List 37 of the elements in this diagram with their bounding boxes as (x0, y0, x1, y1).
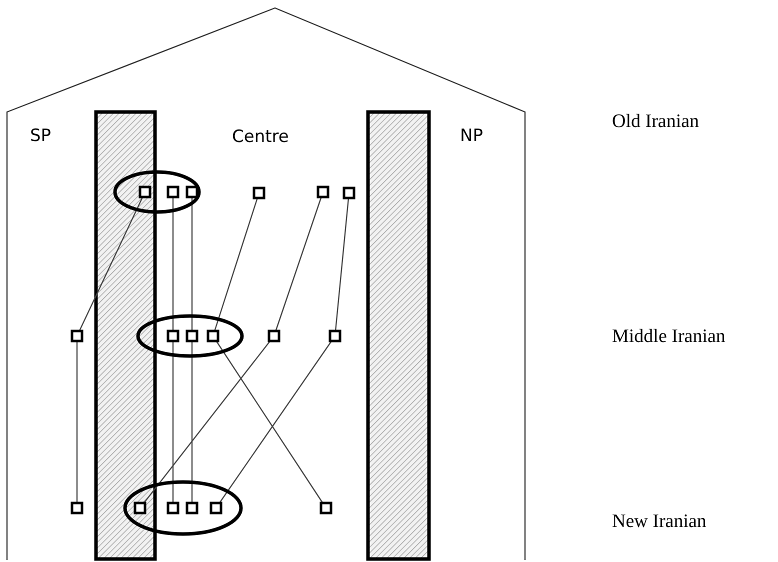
region-label: SP (30, 128, 52, 145)
small-square (328, 330, 342, 342)
small-square (210, 502, 222, 514)
connector-line (191, 341, 193, 503)
small-square (186, 186, 198, 198)
small-square (206, 330, 220, 342)
connector-line (191, 197, 193, 331)
small-square (166, 186, 180, 198)
small-square (316, 186, 330, 198)
small-square (252, 186, 266, 200)
period-label: Old Iranian (612, 112, 700, 131)
small-square (138, 186, 152, 198)
connector-line (143, 340, 271, 504)
connector-line (275, 196, 322, 332)
connector-line (76, 341, 78, 503)
oval-outline (123, 480, 243, 536)
small-square (186, 330, 198, 342)
period-label: Middle Iranian (612, 327, 726, 346)
connector-line (172, 197, 174, 331)
connector-line (172, 341, 174, 503)
small-square (134, 502, 146, 514)
small-square (166, 502, 180, 514)
small-square (320, 502, 332, 514)
small-square (166, 330, 180, 342)
connector-line (78, 196, 144, 332)
oval-outline (136, 314, 244, 358)
oval-outline (113, 170, 201, 214)
small-square (342, 186, 356, 200)
small-square (268, 330, 280, 342)
connector-line (334, 198, 350, 332)
connector-line (214, 198, 258, 332)
region-label: Centre (232, 129, 289, 146)
small-square (70, 502, 84, 514)
small-square (186, 502, 198, 514)
small-square (70, 330, 84, 342)
period-label: New Iranian (612, 512, 706, 531)
region-label: NP (460, 128, 483, 145)
